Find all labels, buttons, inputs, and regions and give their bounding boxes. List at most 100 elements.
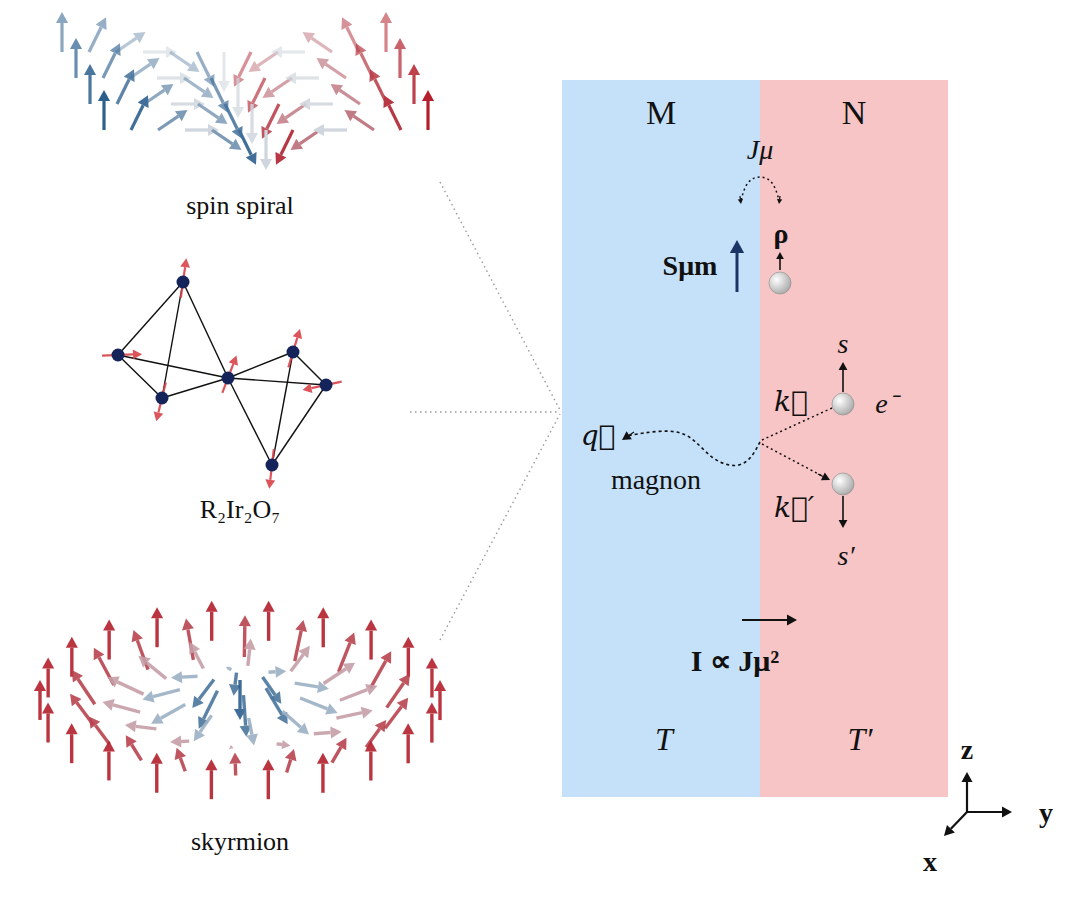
arrow xyxy=(107,676,143,694)
arrow xyxy=(189,642,203,669)
arrow xyxy=(622,431,634,440)
caption: R₂Ir₂O₇ xyxy=(200,496,281,525)
arrow xyxy=(84,64,96,104)
region-title: N xyxy=(760,80,948,132)
arrow xyxy=(103,619,115,659)
arrow xyxy=(239,130,257,165)
arrow xyxy=(303,32,332,52)
arrow xyxy=(89,17,107,52)
arrow xyxy=(244,638,256,666)
arrow xyxy=(295,681,329,693)
spin-symbol: s′ xyxy=(837,541,854,572)
arrow xyxy=(89,716,110,744)
arrow xyxy=(268,666,286,678)
arrow xyxy=(229,752,241,775)
arrow xyxy=(103,740,115,780)
arrow xyxy=(365,620,377,660)
arrow xyxy=(34,680,46,720)
temperature-label: T xyxy=(655,722,673,757)
arrow xyxy=(366,720,386,747)
arrow xyxy=(967,807,1012,818)
current-label: I ∝ Jμ² xyxy=(691,644,780,677)
arrow xyxy=(324,663,356,684)
arrow xyxy=(126,735,142,760)
material-region: N xyxy=(760,80,948,797)
arrow xyxy=(285,749,297,772)
arrow xyxy=(151,753,163,793)
arrow xyxy=(56,12,68,52)
spin-symbol: Sμm xyxy=(663,251,718,282)
arrow xyxy=(170,52,199,72)
arrow xyxy=(232,78,244,118)
arrow xyxy=(229,746,232,749)
arrow xyxy=(332,738,347,763)
arrow xyxy=(730,240,744,292)
arrow xyxy=(103,43,121,78)
arrow xyxy=(818,472,830,480)
caption: skyrmion xyxy=(191,828,289,857)
arrow xyxy=(212,130,241,150)
arrow xyxy=(317,607,329,647)
arrow xyxy=(262,759,274,799)
arrow xyxy=(70,38,82,78)
arrow xyxy=(317,58,346,78)
temperature-label: T′ xyxy=(848,722,873,757)
arrow xyxy=(131,95,149,130)
arrow xyxy=(839,496,848,528)
arrow xyxy=(261,104,279,139)
arrow xyxy=(365,741,377,781)
arrow xyxy=(314,727,342,739)
arrow xyxy=(313,124,347,136)
momentum-symbol: q⃗ xyxy=(581,421,616,452)
electron-symbol: e⁻ xyxy=(875,389,896,420)
arrow xyxy=(171,671,198,683)
arrow xyxy=(263,601,275,641)
arrow xyxy=(277,740,291,749)
momentum-symbol: k⃗′ xyxy=(774,493,814,524)
momentum-symbol: k⃗ xyxy=(774,387,808,418)
scattering-sketch xyxy=(622,177,1012,836)
pyrochlore-lattice xyxy=(102,258,342,489)
skyrmion xyxy=(34,601,446,799)
region-title: M xyxy=(562,80,760,132)
arrow xyxy=(394,38,406,78)
arrow xyxy=(277,104,306,124)
panel-fills xyxy=(562,80,948,797)
magnon-label: magnon xyxy=(611,465,701,496)
arrow xyxy=(408,64,420,104)
arrow xyxy=(98,90,110,130)
arrow xyxy=(776,252,784,270)
arrow xyxy=(380,12,392,52)
arrow xyxy=(246,104,258,144)
arrow xyxy=(944,812,967,836)
arrow xyxy=(240,695,252,737)
arrow xyxy=(345,110,374,130)
arrow xyxy=(117,69,135,104)
arrow xyxy=(738,196,743,204)
arrow xyxy=(170,735,189,747)
arrow xyxy=(138,656,166,679)
coupling-symbol: Jμ xyxy=(747,135,773,166)
arrow xyxy=(422,90,434,130)
spin-spiral xyxy=(56,12,434,170)
caption: spin spiral xyxy=(186,192,294,221)
arrow xyxy=(233,52,251,87)
arrow xyxy=(271,46,305,58)
arrow xyxy=(184,78,213,98)
arrow xyxy=(158,110,187,130)
guide-lines xyxy=(410,182,560,640)
arrow xyxy=(336,707,372,719)
arrow xyxy=(839,362,848,392)
arrow xyxy=(198,104,227,124)
arrow xyxy=(299,98,333,110)
arrow xyxy=(402,723,414,763)
arrow xyxy=(182,619,194,660)
arrow xyxy=(249,52,278,72)
arrow xyxy=(206,601,218,641)
spin-density-symbol: ρ xyxy=(774,219,789,250)
arrow xyxy=(42,657,54,697)
arrow xyxy=(742,615,797,626)
arrow xyxy=(285,72,319,84)
